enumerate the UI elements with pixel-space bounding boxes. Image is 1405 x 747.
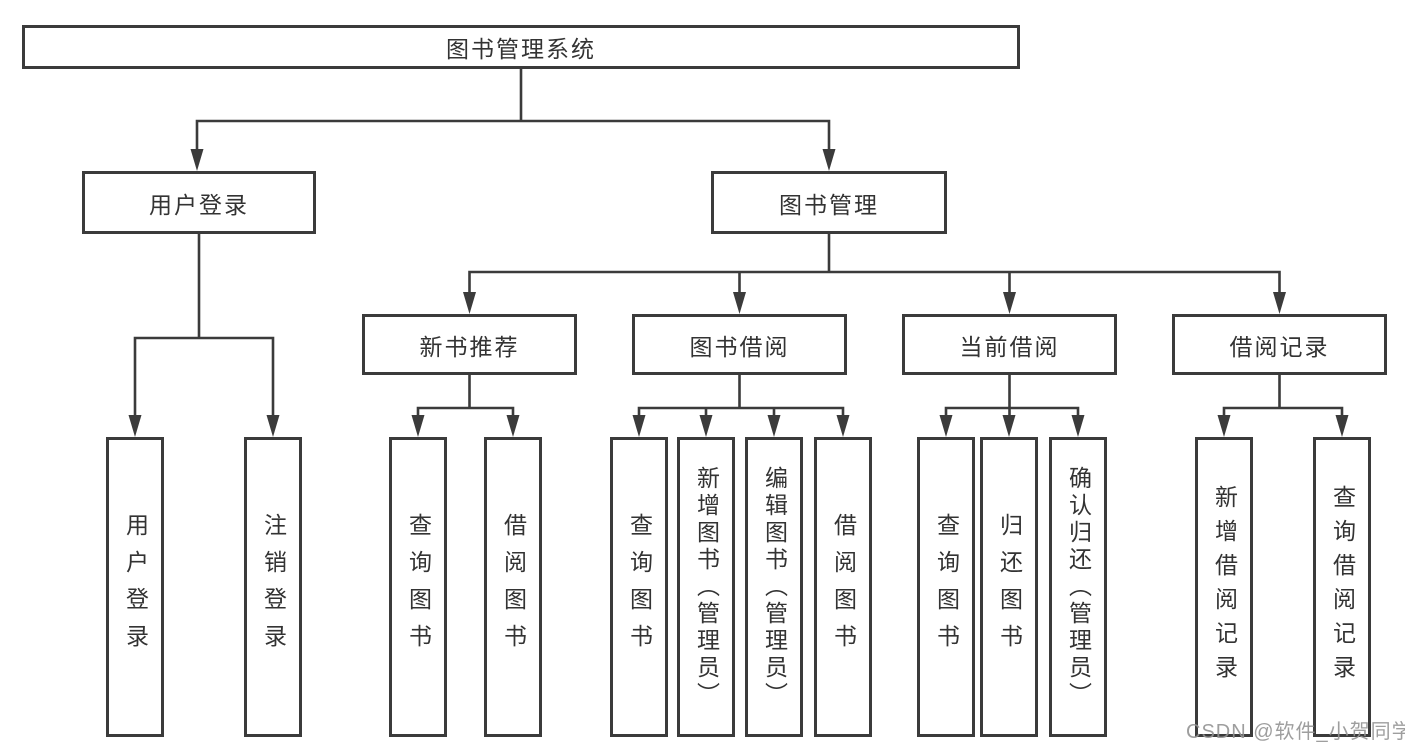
leaf-query-book-borrow: 查询图书	[610, 437, 668, 737]
node-borrow-record-label: 借阅记录	[1229, 333, 1330, 360]
arrowheads	[128, 149, 1349, 437]
node-user-login-label: 用户登录	[149, 191, 249, 218]
leaf-query-book-current: 查询图书	[917, 437, 975, 737]
leaf-user-login-label: 用户登录	[122, 513, 149, 661]
node-book-management: 图书管理	[711, 171, 947, 234]
node-root-system: 图书管理系统	[22, 25, 1020, 69]
leaf-query-book-current-label: 查询图书	[933, 513, 960, 661]
leaf-borrow-book-recommend: 借阅图书	[484, 437, 542, 737]
leaf-query-book-recommend-label: 查询图书	[405, 513, 432, 661]
leaf-query-book-recommend: 查询图书	[389, 437, 447, 737]
leaf-logout: 注销登录	[244, 437, 302, 737]
leaf-borrow-book-recommend-label: 借阅图书	[500, 513, 527, 661]
node-current-borrow: 当前借阅	[902, 314, 1117, 375]
leaf-logout-label: 注销登录	[260, 513, 287, 661]
leaf-query-borrow-record-label: 查询借阅记录	[1329, 485, 1356, 689]
node-book-management-label: 图书管理	[779, 191, 879, 218]
node-new-book-recommend-label: 新书推荐	[419, 333, 520, 360]
leaf-query-book-borrow-label: 查询图书	[626, 513, 653, 661]
node-borrow-record: 借阅记录	[1172, 314, 1387, 375]
leaf-return-book: 归还图书	[980, 437, 1038, 737]
leaf-confirm-return-admin: 确认归还（管理员）	[1049, 437, 1107, 737]
node-root-label: 图书管理系统	[446, 36, 596, 62]
leaf-query-borrow-record: 查询借阅记录	[1313, 437, 1371, 737]
leaf-confirm-return-admin-label: 确认归还（管理员）	[1065, 465, 1092, 709]
leaf-add-book-admin-label: 新增图书（管理员）	[693, 465, 720, 709]
leaf-edit-book-admin-label: 编辑图书（管理员）	[761, 465, 788, 709]
node-book-borrow-label: 图书借阅	[689, 333, 790, 360]
leaf-return-book-label: 归还图书	[996, 513, 1023, 661]
leaf-add-borrow-record: 新增借阅记录	[1195, 437, 1253, 737]
node-book-borrow: 图书借阅	[632, 314, 847, 375]
node-current-borrow-label: 当前借阅	[959, 333, 1060, 360]
leaf-add-book-admin: 新增图书（管理员）	[677, 437, 735, 737]
node-new-book-recommend: 新书推荐	[362, 314, 577, 375]
leaf-add-borrow-record-label: 新增借阅记录	[1211, 485, 1238, 689]
leaf-user-login: 用户登录	[106, 437, 164, 737]
node-user-login: 用户登录	[82, 171, 316, 234]
leaf-borrow-book-label: 借阅图书	[830, 513, 857, 661]
leaf-borrow-book: 借阅图书	[814, 437, 872, 737]
csdn-watermark: CSDN @软件_小贺同学	[1186, 721, 1405, 743]
leaf-edit-book-admin: 编辑图书（管理员）	[745, 437, 803, 737]
